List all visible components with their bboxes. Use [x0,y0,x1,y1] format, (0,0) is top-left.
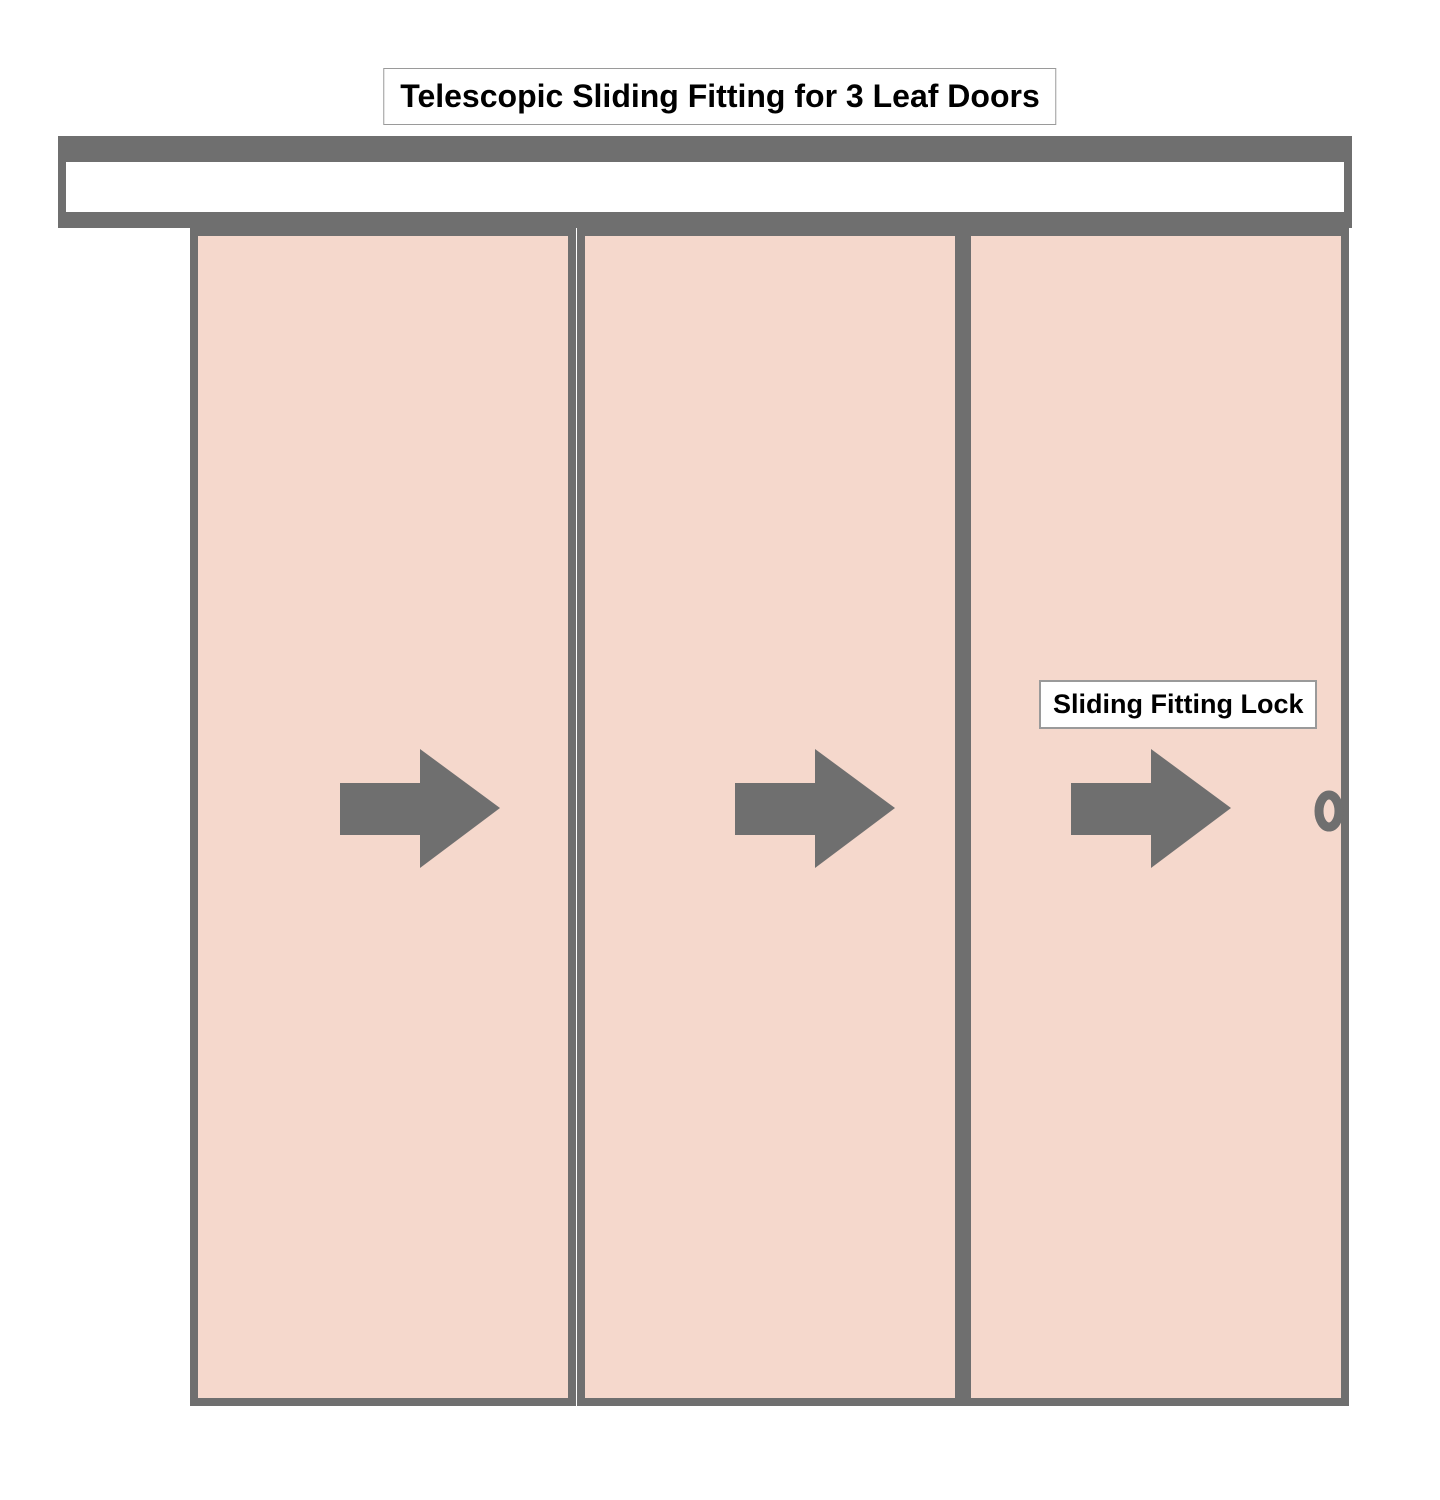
track-rail [58,136,1352,228]
arrow-right-icon [735,749,895,868]
door-leaf-1 [190,228,576,1406]
arrow-right-icon [1071,749,1231,868]
door-leaf-3: Sliding Fitting Lock [963,228,1349,1406]
diagram-title: Telescopic Sliding Fitting for 3 Leaf Do… [383,68,1057,125]
sliding-fitting-lock-label: Sliding Fitting Lock [1039,680,1318,729]
lock-ring-icon [1314,790,1344,832]
door-leaf-2 [577,228,963,1406]
arrow-right-icon [340,749,500,868]
track-rail-channel [66,162,1344,212]
